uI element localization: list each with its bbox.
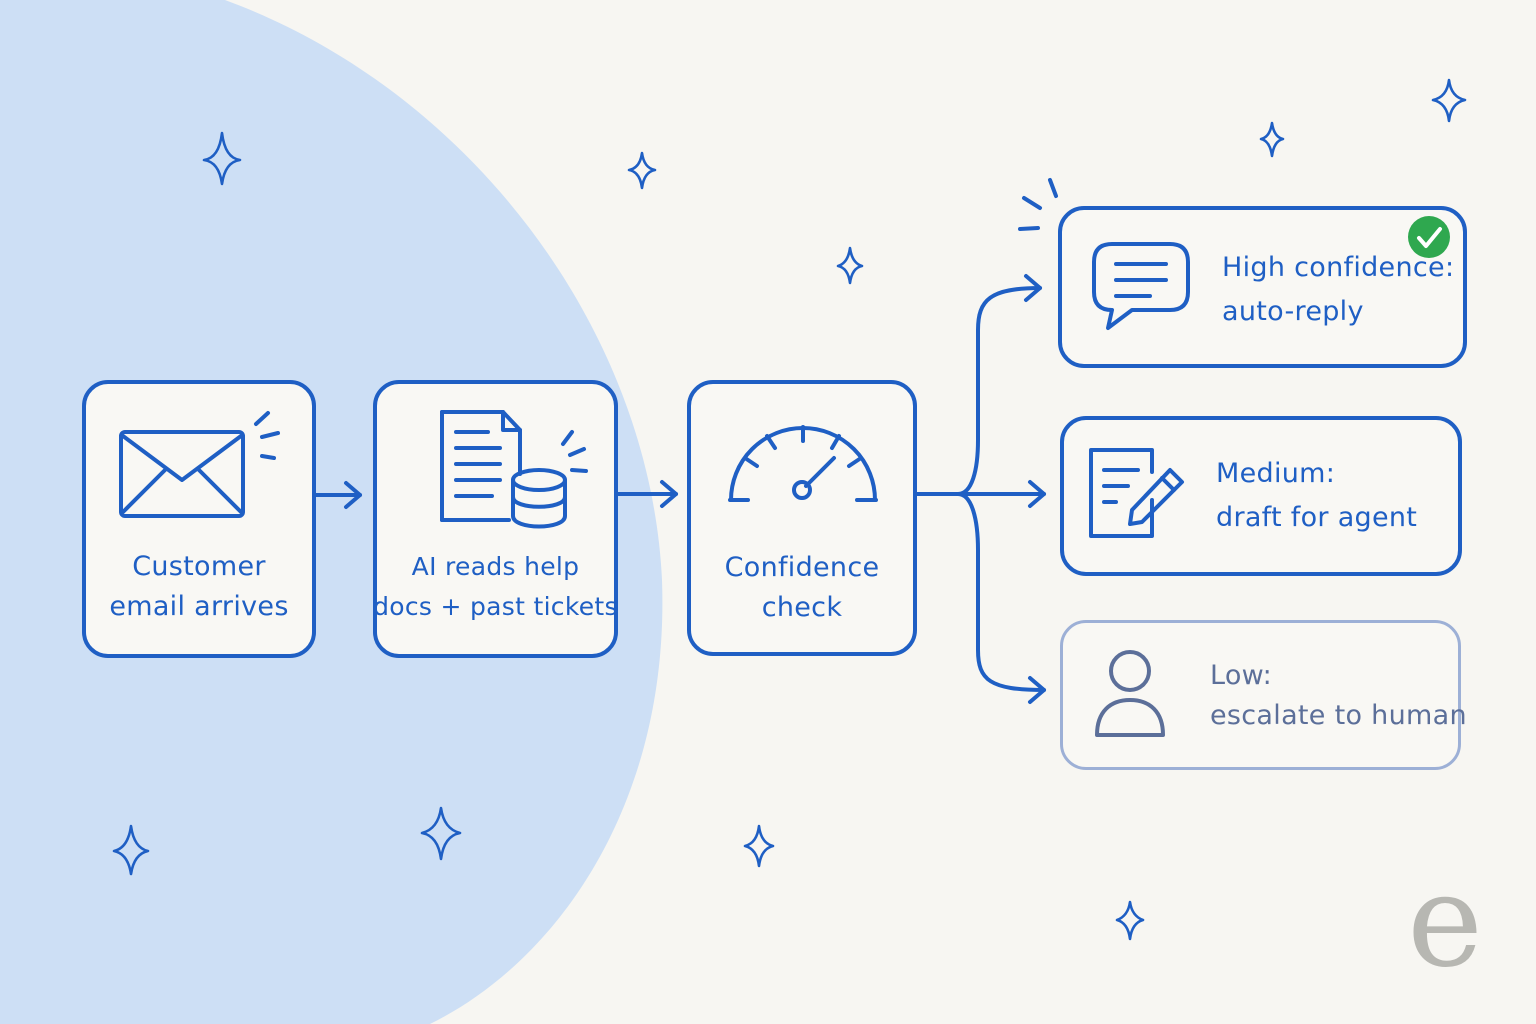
outcome-label-line: escalate to human: [1210, 700, 1467, 731]
outcome-label-line: draft for agent: [1216, 502, 1418, 533]
step-label-line: check: [761, 592, 843, 623]
outcome-label-medium: Medium: draft for agent: [1216, 454, 1417, 538]
branch-arrow-low: [956, 492, 1046, 692]
outcome-label-high: High confidence: auto-reply: [1222, 248, 1454, 332]
sparkle-icon: [420, 806, 462, 861]
outcome-box-medium: [1060, 416, 1462, 576]
sparkle-icon: [836, 246, 864, 285]
outcome-box-low: [1060, 620, 1461, 770]
outcome-label-line: Low:: [1210, 660, 1272, 691]
emphasis-lines-icon: [1018, 178, 1058, 231]
arrowhead: [660, 480, 678, 508]
step-label-customer-email: Customer email arrives: [82, 547, 316, 627]
sparkle-icon: [743, 824, 775, 868]
step-label-line: Confidence: [724, 552, 880, 583]
sparkle-icon: [112, 824, 150, 876]
sparkle-icon: [202, 131, 242, 186]
arrowhead: [1028, 480, 1046, 508]
outcome-label-line: High confidence:: [1222, 252, 1455, 283]
outcome-label-low: Low: escalate to human: [1210, 656, 1467, 736]
background-blob: [0, 0, 663, 1024]
sparkle-icon: [1259, 121, 1285, 158]
branch-arrow-high: [956, 286, 1042, 496]
arrowhead: [344, 481, 362, 509]
sparkle-icon: [1115, 900, 1145, 941]
sparkle-icon: [627, 151, 657, 190]
arrowhead: [1024, 274, 1042, 302]
step-label-line: AI reads help: [411, 552, 580, 581]
outcome-label-line: Medium:: [1216, 458, 1336, 489]
outcome-label-line: auto-reply: [1222, 296, 1364, 327]
step-label-line: email arrives: [109, 591, 289, 622]
sparkle-icon: [1431, 78, 1467, 123]
step-label-line: docs + past tickets: [373, 592, 618, 621]
watermark-logo: e: [1407, 847, 1483, 996]
arrowhead: [1028, 676, 1046, 704]
step-label-line: Customer: [132, 551, 266, 582]
step-label-ai-reads: AI reads help docs + past tickets: [373, 547, 618, 627]
step-label-confidence-check: Confidence check: [687, 548, 917, 628]
